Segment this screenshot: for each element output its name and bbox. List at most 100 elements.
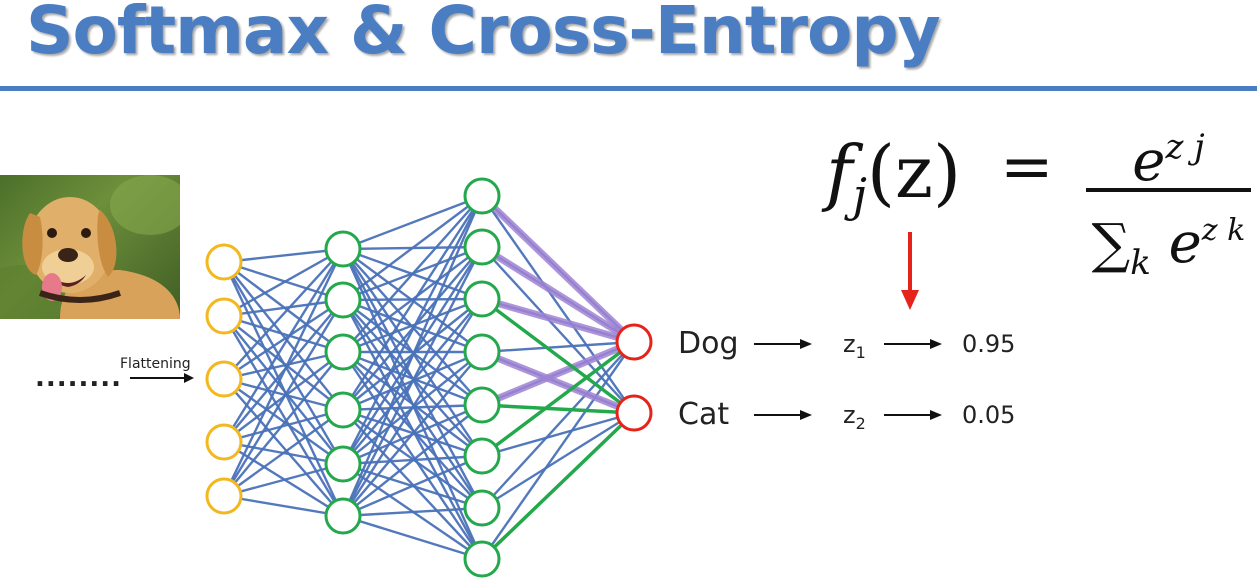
arrow-dog-to-z1 [754,339,812,349]
network-edge [342,350,483,407]
formula-lhs: fj(z) [826,130,962,222]
highlight-edge-purple [479,193,637,345]
output-node [615,394,653,432]
hidden1-node [324,391,362,429]
prob-dog: 0.95 [962,330,1015,358]
arrow-z2-to-prob [884,410,942,420]
network-edge [222,315,345,517]
hidden2-node [463,177,501,215]
input-node [205,297,243,335]
formula-fraction: ez j ∑k ez k [1086,112,1251,298]
class-label-dog: Dog [678,326,739,361]
network-edge [481,246,635,414]
network-edge [223,377,344,412]
network-edge [342,351,483,517]
formula-numerator: ez j [1132,127,1205,194]
network-edge [222,248,345,497]
network-edge [222,299,345,497]
network-edge [341,298,484,517]
hidden1-node [324,333,362,371]
network-edge [223,314,344,354]
network-edge [342,404,483,517]
input-node [205,423,243,461]
network-edge [222,248,345,443]
network-edge [481,411,635,458]
logit-z1: z1 [843,330,866,362]
network-edges [222,194,635,561]
network-edge [223,494,344,518]
network-edge [223,350,344,381]
network-edge [341,195,484,411]
input-node [205,243,243,281]
network-edge [341,246,484,517]
formula-denominator: ∑k ez k [1091,211,1246,283]
title-underline [0,86,1257,91]
softmax-formula: fj(z) = ez j ∑k ez k [826,112,1251,283]
network-edge [223,299,344,380]
arrow-cat-to-z2 [754,410,812,420]
network-edge [223,408,344,444]
network-nodes [205,177,653,578]
logit-z2: z2 [843,401,866,433]
network-edge [223,315,344,411]
hidden2-node [463,489,501,527]
highlight-edge-purple [480,348,636,417]
network-edge [223,378,344,517]
red-down-arrow [901,232,919,310]
network-edge [223,409,344,497]
network-edge [342,454,483,518]
network-edge [223,261,344,411]
network-edge [342,506,483,518]
hidden1-node [324,281,362,319]
hidden2-node [463,228,501,266]
network-edge [342,194,483,251]
network-edge [341,195,484,465]
network-edge [223,248,344,380]
network-edge [481,341,635,509]
class-label-cat: Cat [678,397,729,432]
arrow-z1-to-prob [884,339,942,349]
output-node [615,323,653,361]
network-edge [481,341,635,560]
hidden1-node [324,497,362,535]
hidden2-node [463,386,501,424]
network-edge [223,298,344,318]
network-edge [223,462,344,498]
highlight-edge-green [480,297,636,415]
ellipsis-dots: ........ [35,363,122,393]
fraction-bar [1086,188,1251,192]
network-edge [342,297,483,354]
flattening-arrow [130,373,194,383]
network-edge [223,378,344,465]
network-edge [342,351,483,457]
dog-illustration [0,175,180,319]
highlight-edge-green [481,403,635,415]
network-edge [223,315,344,465]
dog-photo [0,175,180,319]
highlight-edge-green [480,340,636,458]
hidden1-node [324,230,362,268]
network-edge [342,195,483,353]
hidden1-node [324,445,362,483]
input-node [205,360,243,398]
network-edge [342,195,483,301]
network-edge [342,351,483,509]
formula-equals: = [1000,130,1054,204]
highlight-edge-purple [480,338,636,409]
network-edge [481,340,635,354]
highlighted-edges [479,193,637,561]
hidden2-node [463,280,501,318]
network-edge [223,260,344,302]
network-edge [223,247,344,318]
highlight-edge-purple [480,244,636,345]
input-node [205,477,243,515]
flattening-label: Flattening [120,356,191,372]
output-row-dog: Dog z1 0.95 [678,326,1015,362]
network-edge [481,411,635,510]
network-edge [223,351,344,497]
hidden2-node [463,437,501,475]
network-edge [223,247,344,264]
output-row-cat: Cat z2 0.05 [678,397,1015,433]
highlight-edge-purple [481,295,635,346]
